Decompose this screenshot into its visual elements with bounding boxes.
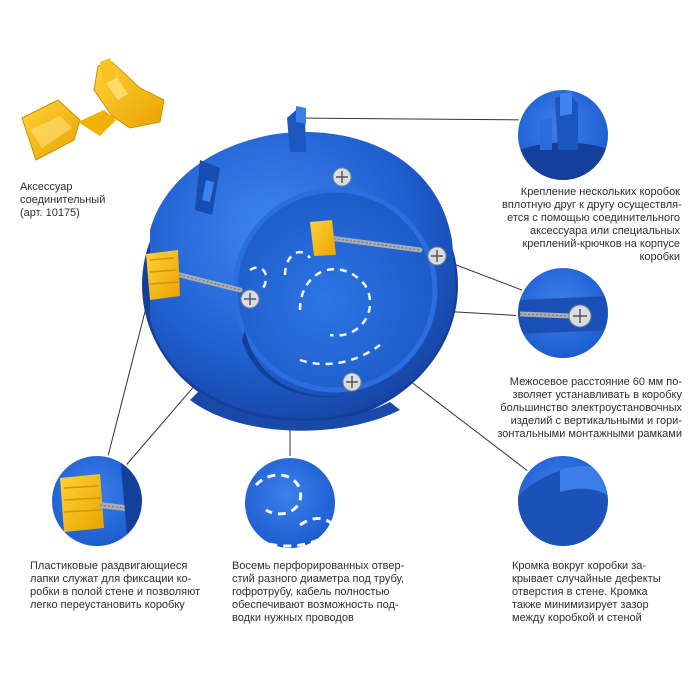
caption-accessory-line: Аксессуар <box>20 181 73 193</box>
caption-holes-line: обеспечивают возможность под- <box>232 599 399 611</box>
caption-distance-line: изделий с вертикальными и гори- <box>510 415 682 427</box>
caption-mounting-line: Крепление нескольких коробок <box>520 186 680 198</box>
caption-legs-line: робки в полой стене и позволяют <box>30 586 201 598</box>
caption-mounting-line: ется с помощью соединительного <box>507 212 680 224</box>
caption-edge-line: крывает случайные дефекты <box>512 573 661 585</box>
caption-accessory-line: (арт. 10175) <box>20 207 80 219</box>
detail-leg <box>51 455 143 547</box>
caption-edge-line: между коробкой и стеной <box>512 612 642 624</box>
caption-accessory: Аксессуар соединительный (арт. 10175) <box>20 181 105 220</box>
screw-right <box>427 246 447 266</box>
caption-distance-line: зонтальными монтажными рамками <box>497 428 682 440</box>
caption-distance-line: большинство электроустановочных <box>500 402 682 414</box>
detail-flange <box>517 455 609 547</box>
caption-distance-line: зволяет устанавливать в коробку <box>512 389 682 401</box>
caption-mounting-line: креплений-крючков на корпусе <box>522 238 680 250</box>
caption-holes-line: гофротрубу, кабель полностью <box>232 586 390 598</box>
caption-accessory-line: соединительный <box>20 194 106 206</box>
caption-mounting-line: коробки <box>639 251 680 263</box>
leader-line-mounting <box>295 117 534 121</box>
detail-screw <box>517 267 609 359</box>
caption-holes-line: стий разного диаметра под трубу, <box>232 573 404 585</box>
caption-legs-line: легко переустановить коробку <box>30 599 185 611</box>
caption-holes: Восемь перфорированных отвер- стий разно… <box>232 560 404 625</box>
caption-edge: Кромка вокруг коробки за- крывает случай… <box>512 560 661 625</box>
screw-bottom <box>342 372 362 392</box>
caption-edge-line: отверстия в стене. Кромка <box>512 586 648 598</box>
caption-legs-line: лапки служат для фиксации ко- <box>30 573 192 585</box>
caption-legs: Пластиковые раздвигающиеся лапки служат … <box>30 560 200 612</box>
leader-line-legs-1 <box>106 299 149 461</box>
caption-mounting: Крепление нескольких коробок вплотную др… <box>502 186 682 264</box>
caption-edge-line: Кромка вокруг коробки за- <box>512 560 647 572</box>
junction-box-image <box>142 106 458 431</box>
screw-left <box>240 289 260 309</box>
leader-line-edge <box>405 377 534 476</box>
screw-top <box>332 167 352 187</box>
connector-accessory-image <box>21 58 165 161</box>
caption-distance-line: Межосевое расстояние 60 мм по- <box>509 376 682 388</box>
caption-mounting-line: вплотную друг к другу осуществля- <box>502 199 682 211</box>
caption-legs-line: Пластиковые раздвигающиеся <box>30 560 188 572</box>
caption-distance: Межосевое расстояние 60 мм по- зволяет у… <box>490 376 682 441</box>
caption-mounting-line: аксессуара или специальных <box>530 225 680 237</box>
caption-holes-line: Восемь перфорированных отвер- <box>232 560 405 572</box>
caption-edge-line: также минимизирует зазор <box>512 599 649 611</box>
caption-holes-line: водки нужных проводов <box>232 612 354 624</box>
